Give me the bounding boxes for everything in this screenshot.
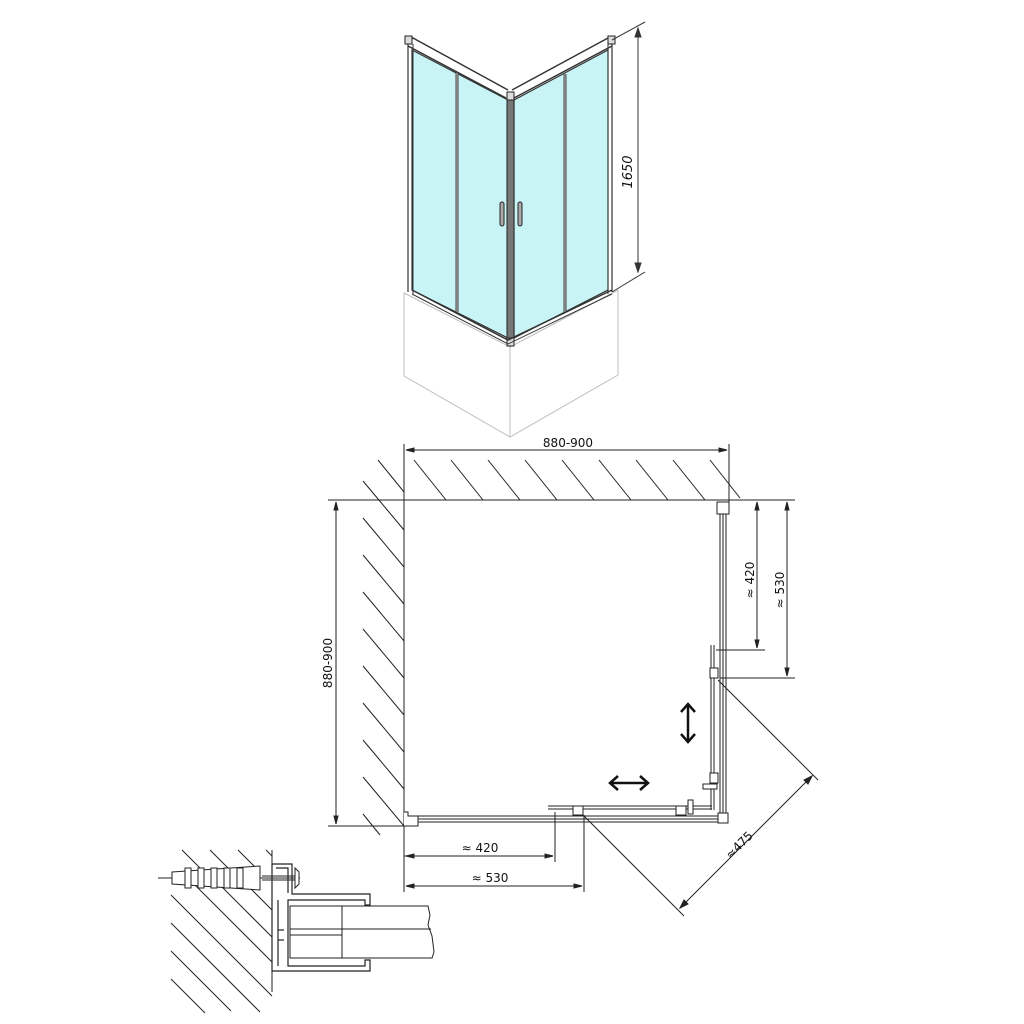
wall-dowel-icon	[158, 865, 300, 891]
plan-view: 880-900 880-900	[321, 436, 819, 917]
corner-post	[404, 35, 616, 347]
right-opening-label: ≈ 530	[773, 572, 787, 609]
base-block	[403, 289, 619, 438]
left-wall-hatch	[362, 480, 405, 836]
height-dimension	[611, 21, 646, 293]
right-side-profile	[702, 501, 730, 824]
depth-label: 880-900	[321, 638, 335, 688]
detail-view	[158, 849, 435, 1014]
bottom-dimensions	[403, 812, 585, 892]
glass-panel	[289, 905, 435, 959]
width-label: 880-900	[543, 436, 593, 450]
right-wall-glass	[511, 37, 613, 339]
height-label: 1650	[621, 155, 636, 188]
width-dimension	[405, 447, 728, 453]
left-door-handle	[499, 201, 505, 227]
right-fixed-panel-label: ≈ 420	[743, 562, 757, 599]
bottom-opening-label: ≈ 530	[472, 871, 509, 885]
top-wall-hatch	[377, 459, 741, 501]
wall-profile	[271, 863, 371, 972]
isometric-view: 1650	[403, 21, 646, 438]
diagonal-dimension	[582, 679, 819, 917]
bottom-fixed-panel-label: ≈ 420	[462, 841, 499, 855]
screw-icon	[262, 866, 300, 890]
bottom-side-profile	[404, 799, 718, 827]
right-dimensions	[716, 501, 795, 679]
left-wall-glass	[407, 37, 509, 339]
sliding-arrows	[608, 702, 696, 791]
detail-wall-hatch	[170, 849, 273, 1014]
diagonal-label: ≈475	[723, 829, 756, 862]
depth-dimension	[333, 501, 339, 825]
right-door-handle	[517, 201, 523, 227]
